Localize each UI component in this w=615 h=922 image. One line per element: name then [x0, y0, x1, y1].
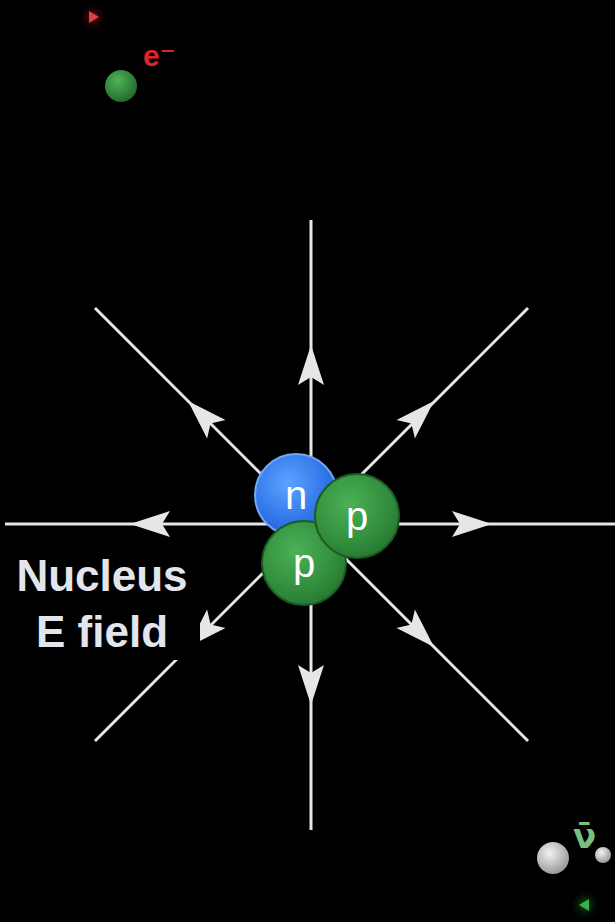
field-lines — [5, 220, 615, 830]
field-label: Nucleus E field — [4, 548, 200, 660]
particle-letter: n — [285, 473, 307, 517]
particle-letter: p — [346, 494, 368, 538]
electron — [77, 1, 137, 102]
antineutrino-label: ν̄ — [573, 816, 605, 856]
particle-letter: p — [293, 541, 315, 585]
proton-circle: p — [314, 473, 400, 559]
electron-label: e⁻ — [143, 38, 183, 74]
